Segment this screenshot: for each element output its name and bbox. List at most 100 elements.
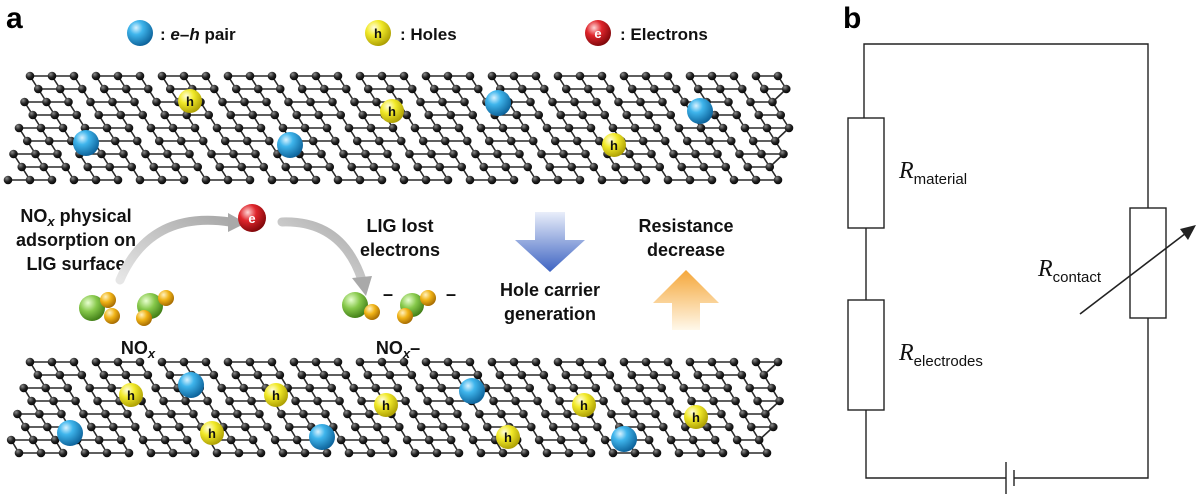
carbon-atom xyxy=(533,396,542,406)
carbon-atom xyxy=(443,357,453,367)
carbon-atom xyxy=(358,110,368,120)
carbon-atom xyxy=(421,357,431,367)
carbon-atom xyxy=(718,448,728,458)
carbon-atom xyxy=(709,396,718,406)
carbon-atom xyxy=(135,357,145,367)
carbon-atom xyxy=(86,422,96,432)
curved-arrowhead-icon xyxy=(352,276,372,296)
carbon-atom xyxy=(471,149,480,159)
carbon-atom xyxy=(64,97,73,107)
carbon-atom xyxy=(539,84,549,94)
carbon-atom xyxy=(633,162,643,172)
carbon-atom xyxy=(575,175,585,185)
carbon-atom xyxy=(644,435,654,445)
carbon-atom xyxy=(47,357,57,367)
carbon-atom xyxy=(682,136,692,146)
carbon-atom xyxy=(157,71,167,81)
carbon-atom xyxy=(121,84,131,94)
carbon-atom xyxy=(58,123,68,133)
carbon-atom xyxy=(520,123,530,133)
carbon-atom xyxy=(519,409,528,419)
carbon-atom xyxy=(517,84,527,94)
carbon-atom xyxy=(405,149,414,159)
carbon-atom xyxy=(465,175,475,185)
circuit: Rmaterial Relectrodes Rcontact xyxy=(847,43,1196,494)
carbon-atom xyxy=(50,110,60,120)
carbon-atom xyxy=(146,123,156,133)
carbon-atom xyxy=(432,448,442,458)
carbon-atom xyxy=(168,448,178,458)
carbon-atom xyxy=(701,383,711,393)
carbon-atom xyxy=(157,175,167,185)
carbon-atom xyxy=(429,370,439,380)
carbon-atom xyxy=(130,422,140,432)
carbon-atom xyxy=(355,175,365,185)
carbon-atom xyxy=(366,123,376,133)
carbon-atom xyxy=(124,123,134,133)
carbon-atom xyxy=(688,435,698,445)
variable-resistor-arrowhead xyxy=(1180,225,1196,240)
carbon-atom xyxy=(215,162,225,172)
carbon-atom xyxy=(143,370,153,380)
carbon-atom xyxy=(190,123,200,133)
carbon-atom xyxy=(553,71,563,81)
carbon-atom xyxy=(407,370,417,380)
carbon-atom xyxy=(511,396,520,406)
carbon-atom xyxy=(335,396,344,406)
carbon-atom xyxy=(284,97,293,107)
carbon-atom xyxy=(189,409,198,419)
carbon-atom xyxy=(185,149,194,159)
carbon-atom xyxy=(674,448,684,458)
carbon-atom xyxy=(484,136,494,146)
carbon-atom xyxy=(350,97,359,107)
carbon-atom xyxy=(779,149,788,159)
carbon-atom xyxy=(597,357,607,367)
carbon-atom xyxy=(138,435,148,445)
carbon-atom xyxy=(132,136,142,146)
carbon-atom xyxy=(495,370,505,380)
variable-resistor-icon xyxy=(1079,229,1191,315)
carbon-atom xyxy=(531,175,541,185)
carbon-atom xyxy=(327,383,337,393)
carbon-atom xyxy=(445,396,454,406)
carbon-atom xyxy=(724,97,733,107)
carbon-atom xyxy=(658,97,667,107)
carbon-atom xyxy=(553,357,563,367)
pair-ball-icon xyxy=(459,378,485,404)
carbon-atom xyxy=(102,448,112,458)
carbon-atom xyxy=(306,97,315,107)
carbon-atom xyxy=(341,370,351,380)
carbon-atom xyxy=(336,110,346,120)
electron-ball-icon xyxy=(585,20,611,46)
carbon-atom xyxy=(693,370,703,380)
carbon-atom xyxy=(69,175,79,185)
carbon-atom xyxy=(613,383,623,393)
hole-ball-icon xyxy=(374,393,398,417)
carbon-atom xyxy=(745,383,755,393)
carbon-atom xyxy=(421,71,431,81)
carbon-atom xyxy=(255,409,264,419)
carbon-atom xyxy=(55,370,65,380)
carbon-atom xyxy=(757,149,766,159)
carbon-atom xyxy=(388,448,398,458)
carbon-atom xyxy=(515,149,524,159)
carbon-atom xyxy=(372,97,381,107)
carbon-atom xyxy=(399,357,409,367)
carbon-atom xyxy=(281,162,291,172)
circuit-wire xyxy=(863,43,1149,208)
carbon-atom xyxy=(599,396,608,406)
carbon-atom xyxy=(86,97,95,107)
carbon-atom xyxy=(509,357,519,367)
carbon-atom xyxy=(453,409,462,419)
pair-ball-icon xyxy=(687,98,713,124)
pair-ball-icon xyxy=(73,130,99,156)
carbon-atom xyxy=(696,123,706,133)
carbon-atom xyxy=(352,136,362,146)
carbon-atom xyxy=(542,448,552,458)
carbon-atom xyxy=(256,448,266,458)
carbon-atom xyxy=(740,123,750,133)
carbon-atom xyxy=(592,422,602,432)
carbon-atom xyxy=(715,84,725,94)
carbon-atom xyxy=(31,149,40,159)
